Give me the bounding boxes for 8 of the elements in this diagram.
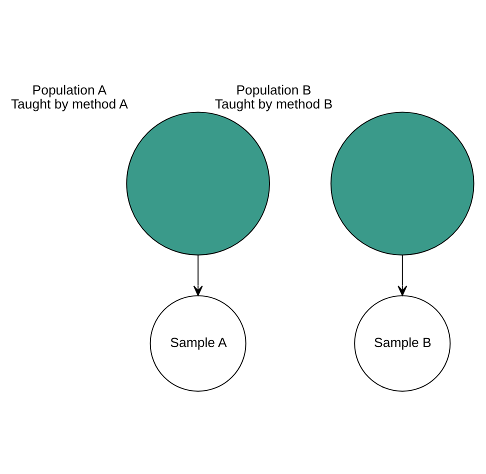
node-circle: Sample B bbox=[354, 294, 451, 392]
node-label: Population B Taught by method B bbox=[214, 82, 333, 112]
arrow bbox=[193, 254, 203, 296]
node-circle bbox=[330, 111, 474, 255]
node-label: Population A Taught by method A bbox=[10, 82, 128, 112]
node-circle bbox=[126, 111, 270, 255]
node-circle: Sample A bbox=[150, 294, 246, 392]
arrow bbox=[398, 254, 408, 296]
